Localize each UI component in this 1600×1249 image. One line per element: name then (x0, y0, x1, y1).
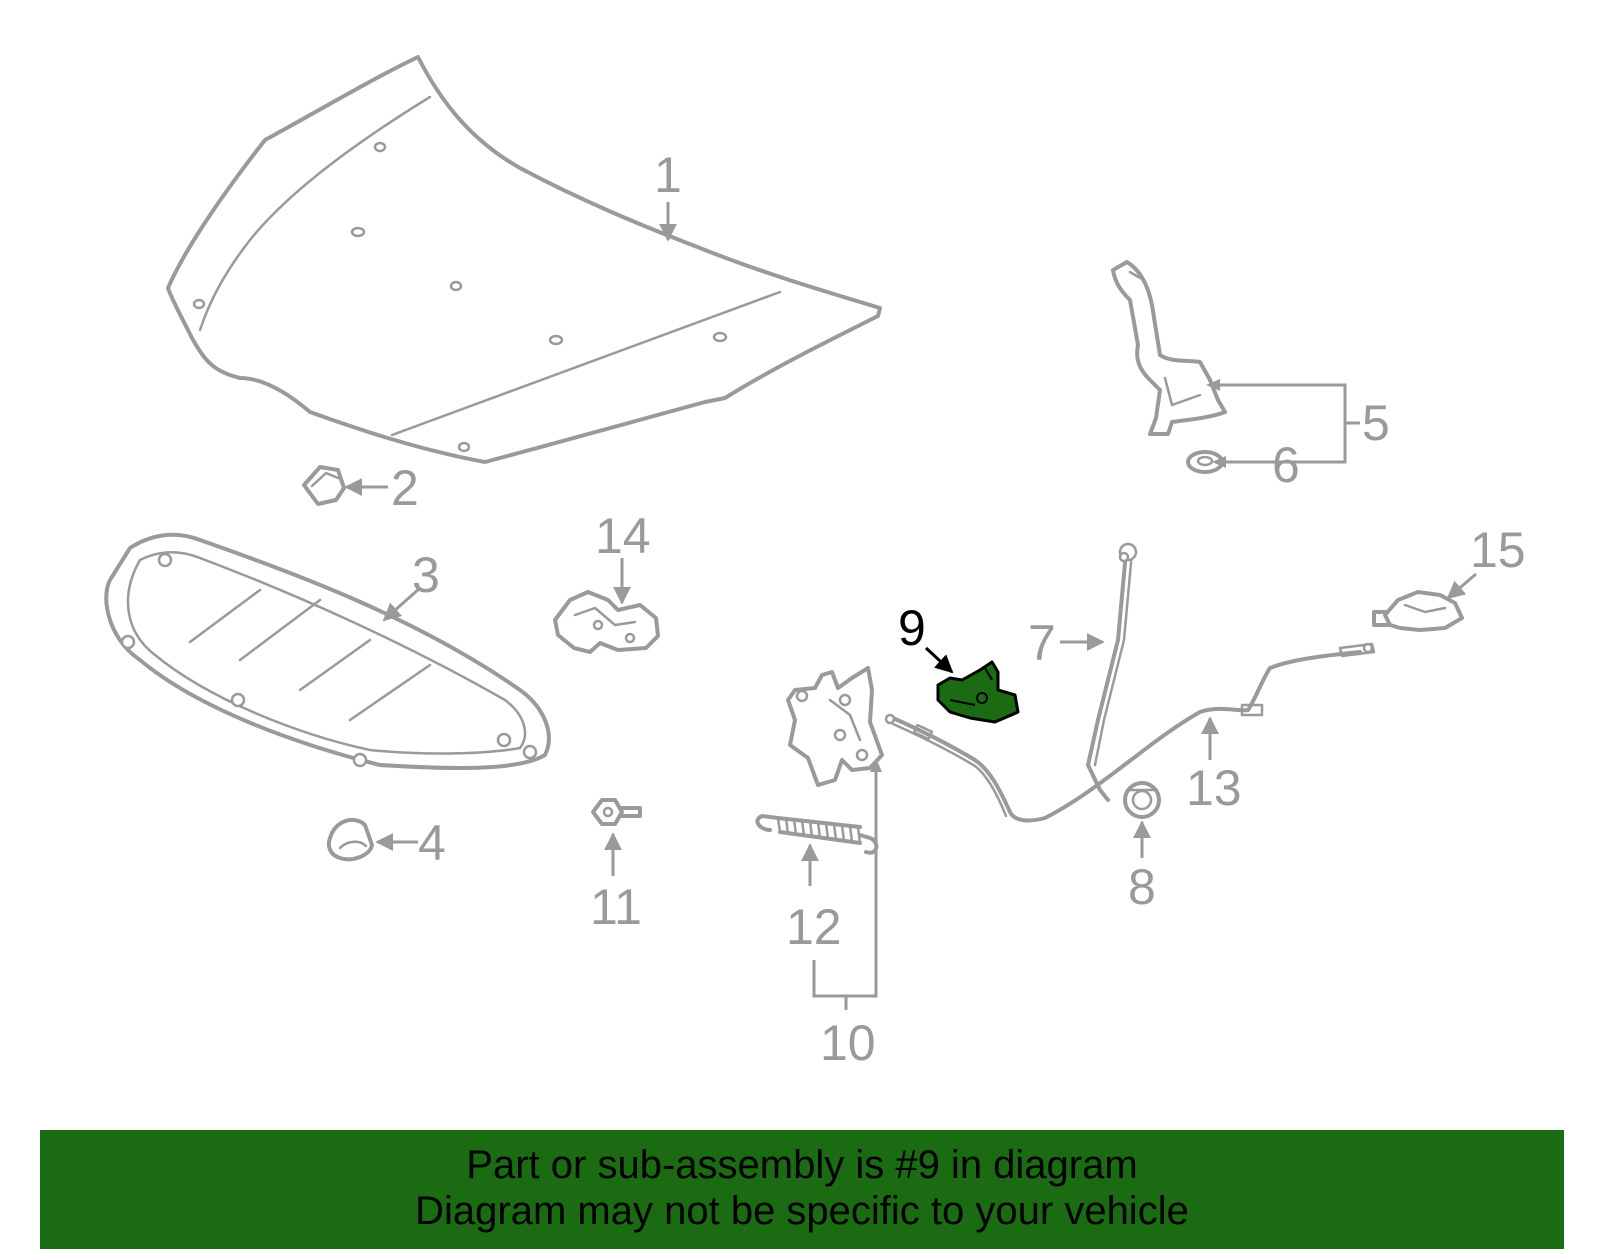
part-8-grommet (1123, 781, 1161, 819)
info-banner: Part or sub-assembly is #9 in diagram Di… (40, 1130, 1564, 1249)
callout-5: 5 (1362, 395, 1390, 451)
callout-15: 15 (1470, 522, 1526, 578)
callout-8: 8 (1128, 859, 1156, 915)
callout-6: 6 (1272, 437, 1300, 493)
banner-line-disclaimer: Diagram may not be specific to your vehi… (415, 1189, 1189, 1233)
callout-7: 7 (1028, 615, 1056, 671)
callout-1: 1 (654, 147, 682, 203)
callout-2: 2 (391, 460, 419, 516)
callout-11: 11 (590, 879, 642, 935)
leader-3 (382, 586, 421, 622)
callout-3: 3 (412, 547, 440, 603)
part-6-washer (1186, 450, 1224, 474)
banner-line-part-info: Part or sub-assembly is #9 in diagram (466, 1143, 1138, 1187)
part-13-release-cable (884, 642, 1376, 823)
part-10-lock-bracket (786, 666, 884, 787)
part-4-bumper (326, 817, 374, 862)
callout-13: 13 (1186, 760, 1242, 816)
leader-10 (812, 764, 878, 998)
part-9-latch-highlighted (936, 660, 1020, 724)
part-5-hinge (1111, 260, 1227, 436)
part-15-release-handle (1372, 590, 1464, 632)
callout-12: 12 (786, 899, 842, 955)
callout-10: 10 (820, 1015, 876, 1071)
callout-4: 4 (418, 815, 446, 871)
callout-14: 14 (595, 508, 651, 564)
part-11-bolt (591, 798, 642, 826)
part-12-spring (755, 814, 879, 855)
part-7-support-rod (1086, 542, 1138, 802)
part-1-hood (166, 55, 882, 464)
leader-9 (924, 646, 954, 674)
part-2-clip (302, 465, 346, 506)
leader-15 (1446, 572, 1477, 600)
callout-9: 9 (898, 600, 926, 656)
part-3-insulator (104, 532, 551, 770)
part-14-striker (553, 590, 660, 654)
